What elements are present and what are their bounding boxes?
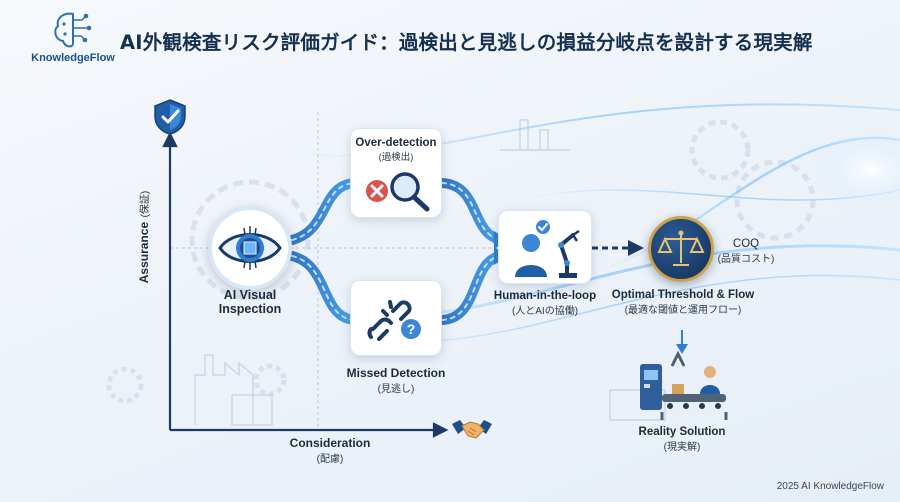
threshold-label: Optimal Threshold & Flow (最適な閾値と運用フロー) (611, 289, 755, 316)
missed-detection-label: Missed Detection (見逃し) (346, 366, 446, 395)
arrow-to-threshold (592, 240, 644, 256)
threshold-node[interactable] (648, 216, 714, 282)
broken-chain-icon (367, 300, 412, 341)
y-axis-label: Assurance (保証) (137, 190, 151, 284)
eye-chip-icon (218, 226, 282, 270)
magnifier-icon (390, 172, 430, 212)
over-detection-card[interactable]: Over-detection (過検出) (350, 128, 442, 218)
page-title: AI外観検査リスク評価ガイド：過検出と見逃しの損益分岐点を設計する現実解 (120, 31, 813, 54)
arrow-to-reality (676, 330, 688, 354)
coq-label: COQ (品質コスト) (717, 238, 775, 265)
missed-detection-card[interactable]: ? (350, 280, 442, 356)
human-loop-card[interactable] (498, 210, 592, 284)
flow-lines (287, 178, 505, 325)
operator-robot-icon (515, 220, 580, 278)
reality-label: Reality Solution (現実解) (638, 426, 726, 453)
error-x-icon (366, 180, 388, 202)
shield-check-icon (152, 98, 188, 136)
production-line-icon (640, 350, 728, 420)
logo-text: KnowledgeFlow (31, 52, 115, 64)
balance-scales-icon (657, 230, 705, 266)
human-loop-label: Human-in-the-loop (人とAIの協働) (493, 290, 597, 317)
over-detection-title: Over-detection (355, 137, 437, 149)
handshake-icon (450, 414, 494, 444)
x-axis-label: Consideration (配慮) (289, 436, 371, 465)
inspection-node[interactable] (208, 206, 292, 290)
decor-factory (194, 119, 666, 426)
over-detection-sub: (過検出) (378, 152, 414, 163)
reality-illustration (632, 350, 732, 422)
question-icon: ? (401, 319, 421, 339)
footer-copyright: 2025 AI KnowledgeFlow (776, 481, 884, 492)
brand-logo[interactable]: KnowledgeFlow (18, 10, 128, 70)
inspection-label: AI Visual Inspection (218, 288, 282, 316)
brain-circuit-icon (54, 12, 92, 48)
axes (162, 131, 449, 438)
svg-text:?: ? (407, 321, 416, 337)
